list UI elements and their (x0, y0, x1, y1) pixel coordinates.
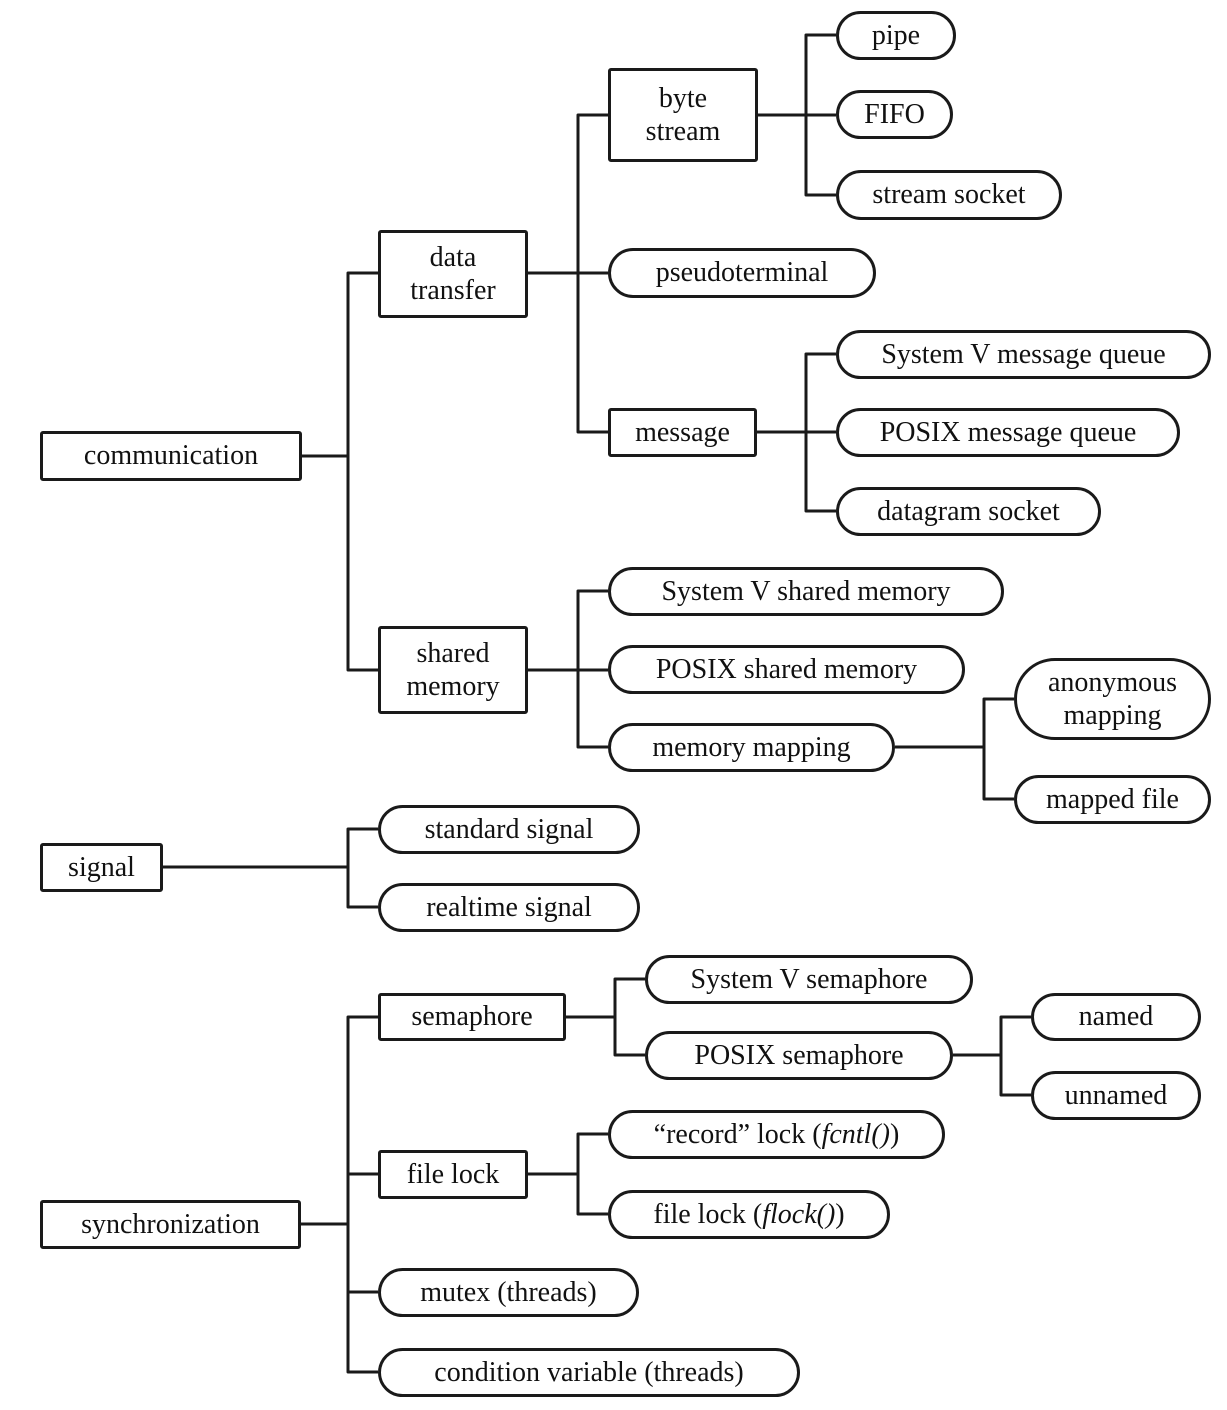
node-datagram-socket: datagram socket (836, 487, 1101, 536)
node-sysv-message-queue: System V message queue (836, 330, 1211, 379)
node-shared-memory-label: shared memory (406, 637, 500, 702)
node-record-lock: “record” lock (fcntl()) (608, 1110, 945, 1159)
node-pseudoterminal: pseudoterminal (608, 248, 876, 298)
node-communication-label: communication (83, 440, 259, 472)
connector-shared-memory (528, 589, 608, 749)
node-fifo-label: FIFO (864, 98, 925, 130)
node-realtime-signal-label: realtime signal (426, 891, 592, 923)
flock-lock-post: ) (835, 1198, 845, 1230)
node-memory-mapping: memory mapping (608, 723, 895, 772)
node-sysv-shared-memory-label: System V shared memory (661, 575, 951, 607)
flock-lock-func: flock() (762, 1198, 836, 1230)
node-named: named (1031, 993, 1201, 1041)
node-anonymous-mapping-label: anonymous mapping (1047, 666, 1178, 731)
node-memory-mapping-label: memory mapping (652, 731, 851, 763)
node-flock-lock-label: file lock (flock()) (645, 1198, 852, 1231)
node-semaphore: semaphore (378, 993, 566, 1041)
node-data-transfer-label: data transfer (410, 241, 496, 306)
node-unnamed-label: unnamed (1064, 1079, 1168, 1111)
node-pipe-label: pipe (871, 19, 921, 51)
node-condition-variable-label: condition variable (threads) (434, 1356, 744, 1388)
node-posix-semaphore-label: POSIX semaphore (694, 1039, 904, 1071)
node-byte-stream: byte stream (608, 68, 758, 162)
node-sysv-semaphore-label: System V semaphore (690, 963, 928, 995)
node-posix-message-queue: POSIX message queue (836, 408, 1180, 457)
node-unnamed: unnamed (1031, 1071, 1201, 1120)
connector-file-lock (528, 1132, 608, 1216)
connector-synchronization (301, 1015, 378, 1374)
node-standard-signal-label: standard signal (424, 813, 594, 845)
connector-communication (302, 271, 378, 672)
node-communication: communication (40, 431, 302, 481)
node-anonymous-mapping: anonymous mapping (1014, 658, 1211, 740)
node-semaphore-label: semaphore (411, 1001, 533, 1033)
node-signal-label: signal (68, 851, 135, 883)
node-condition-variable: condition variable (threads) (378, 1348, 800, 1397)
connector-byte-stream (758, 33, 836, 197)
connector-posix-semaphore (953, 1015, 1031, 1097)
node-mutex-label: mutex (threads) (420, 1276, 597, 1308)
node-standard-signal: standard signal (378, 805, 640, 854)
node-message: message (608, 408, 757, 457)
node-byte-stream-label: byte stream (645, 82, 721, 147)
node-message-label: message (635, 416, 730, 448)
node-mapped-file-label: mapped file (1046, 783, 1179, 815)
node-named-label: named (1078, 1001, 1154, 1033)
record-lock-post: ) (889, 1118, 900, 1150)
record-lock-func: fcntl() (821, 1118, 890, 1150)
connector-memory-mapping (895, 697, 1014, 801)
node-posix-shared-memory-label: POSIX shared memory (655, 653, 918, 685)
node-sysv-semaphore: System V semaphore (645, 955, 973, 1004)
node-synchronization: synchronization (40, 1200, 301, 1249)
node-pseudoterminal-label: pseudoterminal (655, 257, 829, 289)
node-sysv-shared-memory: System V shared memory (608, 567, 1004, 616)
node-record-lock-label: “record” lock (fcntl()) (646, 1118, 908, 1151)
node-shared-memory: shared memory (378, 626, 528, 714)
node-posix-shared-memory: POSIX shared memory (608, 645, 965, 694)
connector-signal (163, 827, 378, 909)
connector-semaphore (566, 977, 645, 1057)
node-flock-lock: file lock (flock()) (608, 1190, 890, 1239)
node-stream-socket: stream socket (836, 170, 1062, 220)
connector-message (757, 352, 836, 513)
node-file-lock: file lock (378, 1150, 528, 1199)
node-posix-semaphore: POSIX semaphore (645, 1031, 953, 1080)
node-pipe: pipe (836, 11, 956, 60)
node-file-lock-label: file lock (406, 1158, 500, 1190)
record-lock-pre: “record” lock ( (653, 1118, 822, 1150)
node-realtime-signal: realtime signal (378, 883, 640, 932)
node-fifo: FIFO (836, 90, 953, 139)
node-posix-message-queue-label: POSIX message queue (879, 416, 1137, 448)
flock-lock-pre: file lock ( (653, 1198, 763, 1230)
connector-data-transfer (528, 113, 608, 434)
node-data-transfer: data transfer (378, 230, 528, 318)
node-signal: signal (40, 843, 163, 892)
node-mapped-file: mapped file (1014, 775, 1211, 824)
node-sysv-message-queue-label: System V message queue (881, 338, 1166, 370)
node-datagram-socket-label: datagram socket (877, 495, 1060, 527)
node-mutex: mutex (threads) (378, 1268, 639, 1317)
node-stream-socket-label: stream socket (872, 179, 1026, 211)
node-synchronization-label: synchronization (81, 1208, 260, 1240)
